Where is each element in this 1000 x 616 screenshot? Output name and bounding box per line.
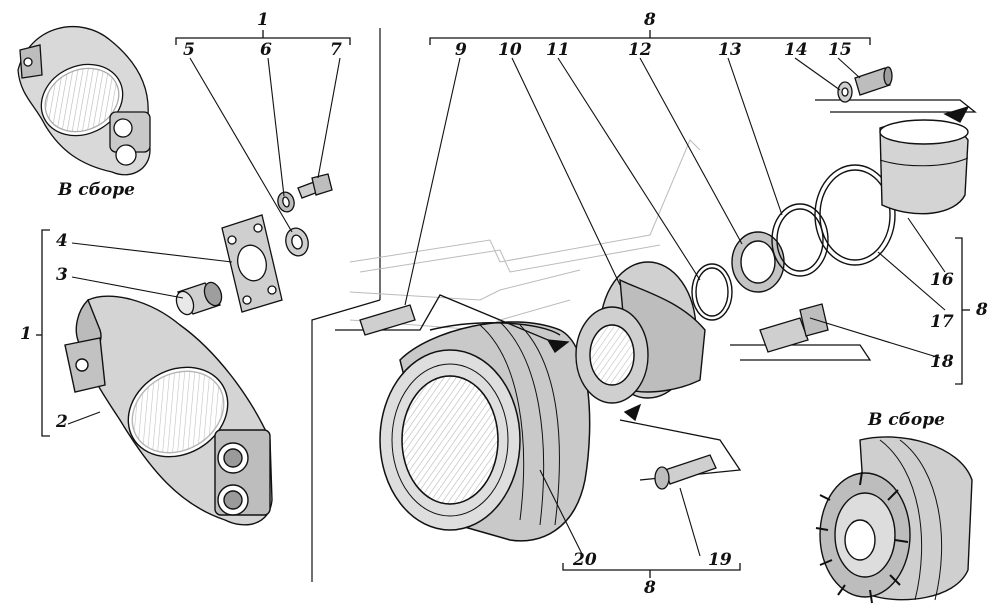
- callout-14: 14: [784, 40, 808, 60]
- bolt-part-19: [654, 454, 717, 490]
- sleeve-part-16: [879, 119, 969, 215]
- group-bracket-8-bottom: [562, 563, 741, 578]
- callout-2: 2: [56, 412, 68, 432]
- callout-8-bottom: 8: [644, 578, 656, 598]
- bushing-part-3: [175, 281, 223, 316]
- brake-drum-part-20: [379, 321, 591, 542]
- group-bracket-8-side: [955, 237, 970, 385]
- callout-13: 13: [718, 40, 742, 60]
- callout-11: 11: [546, 40, 570, 60]
- divider-line: [311, 28, 381, 582]
- leader-lines: [67, 57, 946, 557]
- washer-part-14: [837, 81, 853, 103]
- callout-3: 3: [56, 265, 68, 285]
- callout-5: 5: [183, 40, 195, 60]
- callout-7: 7: [330, 40, 342, 60]
- callout-15: 15: [828, 40, 852, 60]
- callout-1-top: 1: [257, 10, 269, 30]
- bracket-assembled-top: [17, 26, 151, 176]
- flange-plate-part-4: [221, 214, 283, 313]
- group-bracket-1-top: [175, 30, 351, 45]
- bolt-frame-15: [815, 99, 977, 123]
- washer-part-5: [285, 227, 309, 257]
- callout-8-top: 8: [644, 10, 656, 30]
- caption-assembled-bottom: В сборе: [868, 410, 945, 430]
- callout-18: 18: [930, 352, 954, 372]
- caption-assembled-top: В сборе: [58, 180, 135, 200]
- callout-4: 4: [56, 231, 68, 251]
- washer-part-6: [277, 191, 295, 213]
- callout-20: 20: [573, 550, 597, 570]
- bolt-part-18: [759, 303, 829, 353]
- stud-part-9: [359, 304, 416, 336]
- callout-17: 17: [930, 312, 954, 332]
- callout-6: 6: [260, 40, 272, 60]
- bolt-part-7: [297, 173, 333, 199]
- bracket-part-2: [64, 295, 273, 526]
- callout-1-side: 1: [20, 324, 32, 344]
- group-bracket-1-side: [36, 229, 50, 437]
- callout-19: 19: [708, 550, 732, 570]
- callout-10: 10: [498, 40, 522, 60]
- stud-part-15: [854, 66, 893, 96]
- callout-12: 12: [628, 40, 652, 60]
- callout-8-side: 8: [976, 300, 988, 320]
- callout-9: 9: [455, 40, 467, 60]
- group-bracket-8-top: [429, 30, 871, 45]
- ring-part-11: [691, 263, 733, 321]
- bearing-ring-part-12: [731, 231, 785, 293]
- callout-16: 16: [930, 270, 954, 290]
- drum-assembled-bottom: [815, 436, 973, 604]
- ring-part-13: [771, 203, 829, 277]
- wheel-hub-part-10: [575, 261, 706, 404]
- seal-ring-part-17: [814, 164, 896, 266]
- bolt-frame-18: [730, 344, 872, 361]
